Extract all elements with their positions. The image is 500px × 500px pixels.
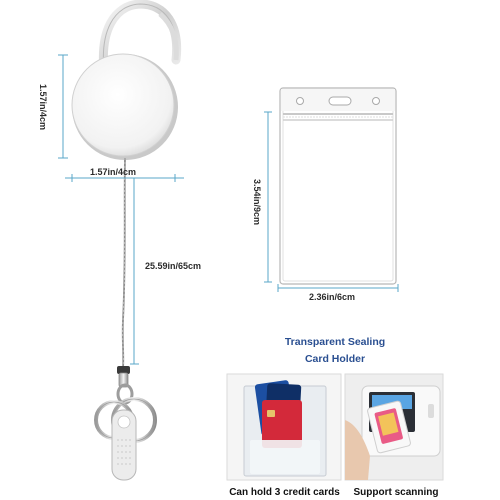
photo-right-caption: Support scanning (353, 487, 439, 498)
photo-scanning (344, 373, 444, 481)
reel-diameter-label: 1.57in/4cm (38, 83, 48, 131)
transparent-card-holder (279, 87, 397, 285)
cord-length-label: 25.59in/65cm (145, 261, 202, 271)
key-ring-assembly (94, 366, 157, 481)
photo-credit-cards (226, 373, 342, 481)
holder-title-line1: Transparent Sealing (284, 336, 386, 348)
holder-title-line2: Card Holder (304, 353, 366, 365)
photo-left-caption: Can hold 3 credit cards (229, 487, 340, 498)
reel-width-label: 1.57in/4cm (90, 167, 137, 177)
holder-height-label: 3.54in/9cm (252, 178, 262, 226)
wire-cord (121, 157, 126, 369)
holder-width-label: 2.36in/6cm (309, 292, 356, 302)
reel-dimension-lines (58, 54, 184, 365)
holder-dimension-lines (264, 111, 399, 292)
reel-disc (71, 53, 178, 160)
carabiner-clip (98, 0, 182, 83)
